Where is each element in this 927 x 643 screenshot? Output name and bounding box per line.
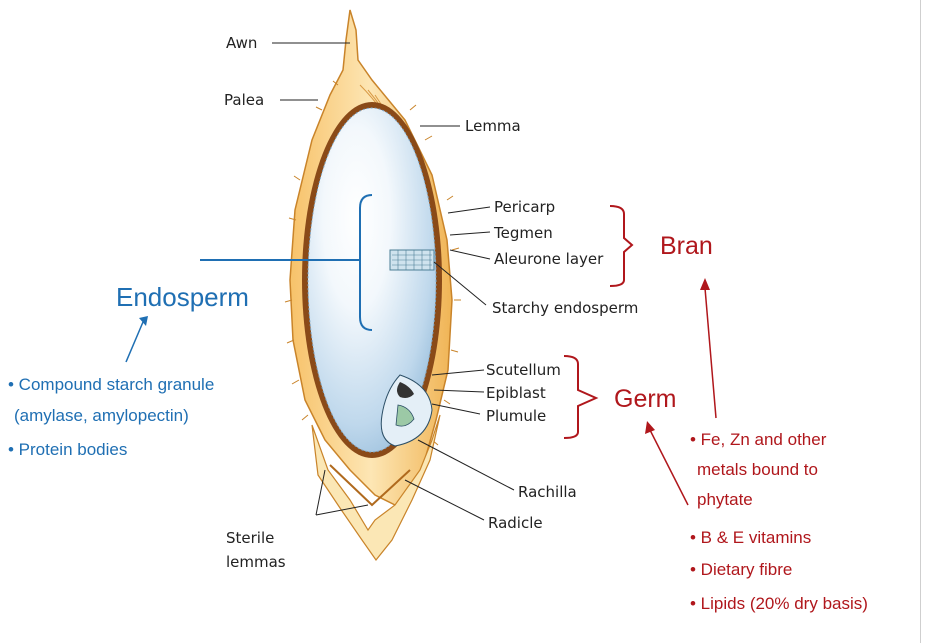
label-pericarp: Pericarp xyxy=(494,198,555,216)
endosperm-note: (amylase, amylopectin) xyxy=(14,406,189,425)
label-sterile: Sterile xyxy=(226,529,274,547)
label-rachilla: Rachilla xyxy=(518,483,577,501)
label-scutellum: Scutellum xyxy=(486,361,561,379)
bran-bracket xyxy=(610,206,632,286)
label-starchy-endosperm: Starchy endosperm xyxy=(492,299,638,317)
bran-note: • B & E vitamins xyxy=(690,528,811,547)
label-lemmas: lemmas xyxy=(226,553,286,571)
endosperm-note: • Compound starch granule xyxy=(8,375,214,394)
bran-note: phytate xyxy=(697,490,753,509)
label-epiblast: Epiblast xyxy=(486,384,546,402)
heading-bran: Bran xyxy=(660,232,713,260)
bran-note: metals bound to xyxy=(697,460,818,479)
heading-endosperm: Endosperm xyxy=(116,282,249,312)
label-lemma: Lemma xyxy=(465,117,521,135)
label-tegmen: Tegmen xyxy=(493,224,553,242)
label-awn: Awn xyxy=(226,34,257,52)
scrollbar-track[interactable] xyxy=(920,0,927,643)
bran-note: • Lipids (20% dry basis) xyxy=(690,594,868,613)
endosperm-note: • Protein bodies xyxy=(8,440,127,459)
bran-note: • Dietary fibre xyxy=(690,560,792,579)
label-radicle: Radicle xyxy=(488,514,543,532)
label-palea: Palea xyxy=(224,91,264,109)
label-plumule: Plumule xyxy=(486,407,546,425)
aleurone-patch xyxy=(390,250,434,270)
bran-note: • Fe, Zn and other xyxy=(690,430,827,449)
germ-bracket xyxy=(564,356,596,438)
label-aleurone: Aleurone layer xyxy=(494,250,604,268)
heading-germ: Germ xyxy=(614,385,677,413)
